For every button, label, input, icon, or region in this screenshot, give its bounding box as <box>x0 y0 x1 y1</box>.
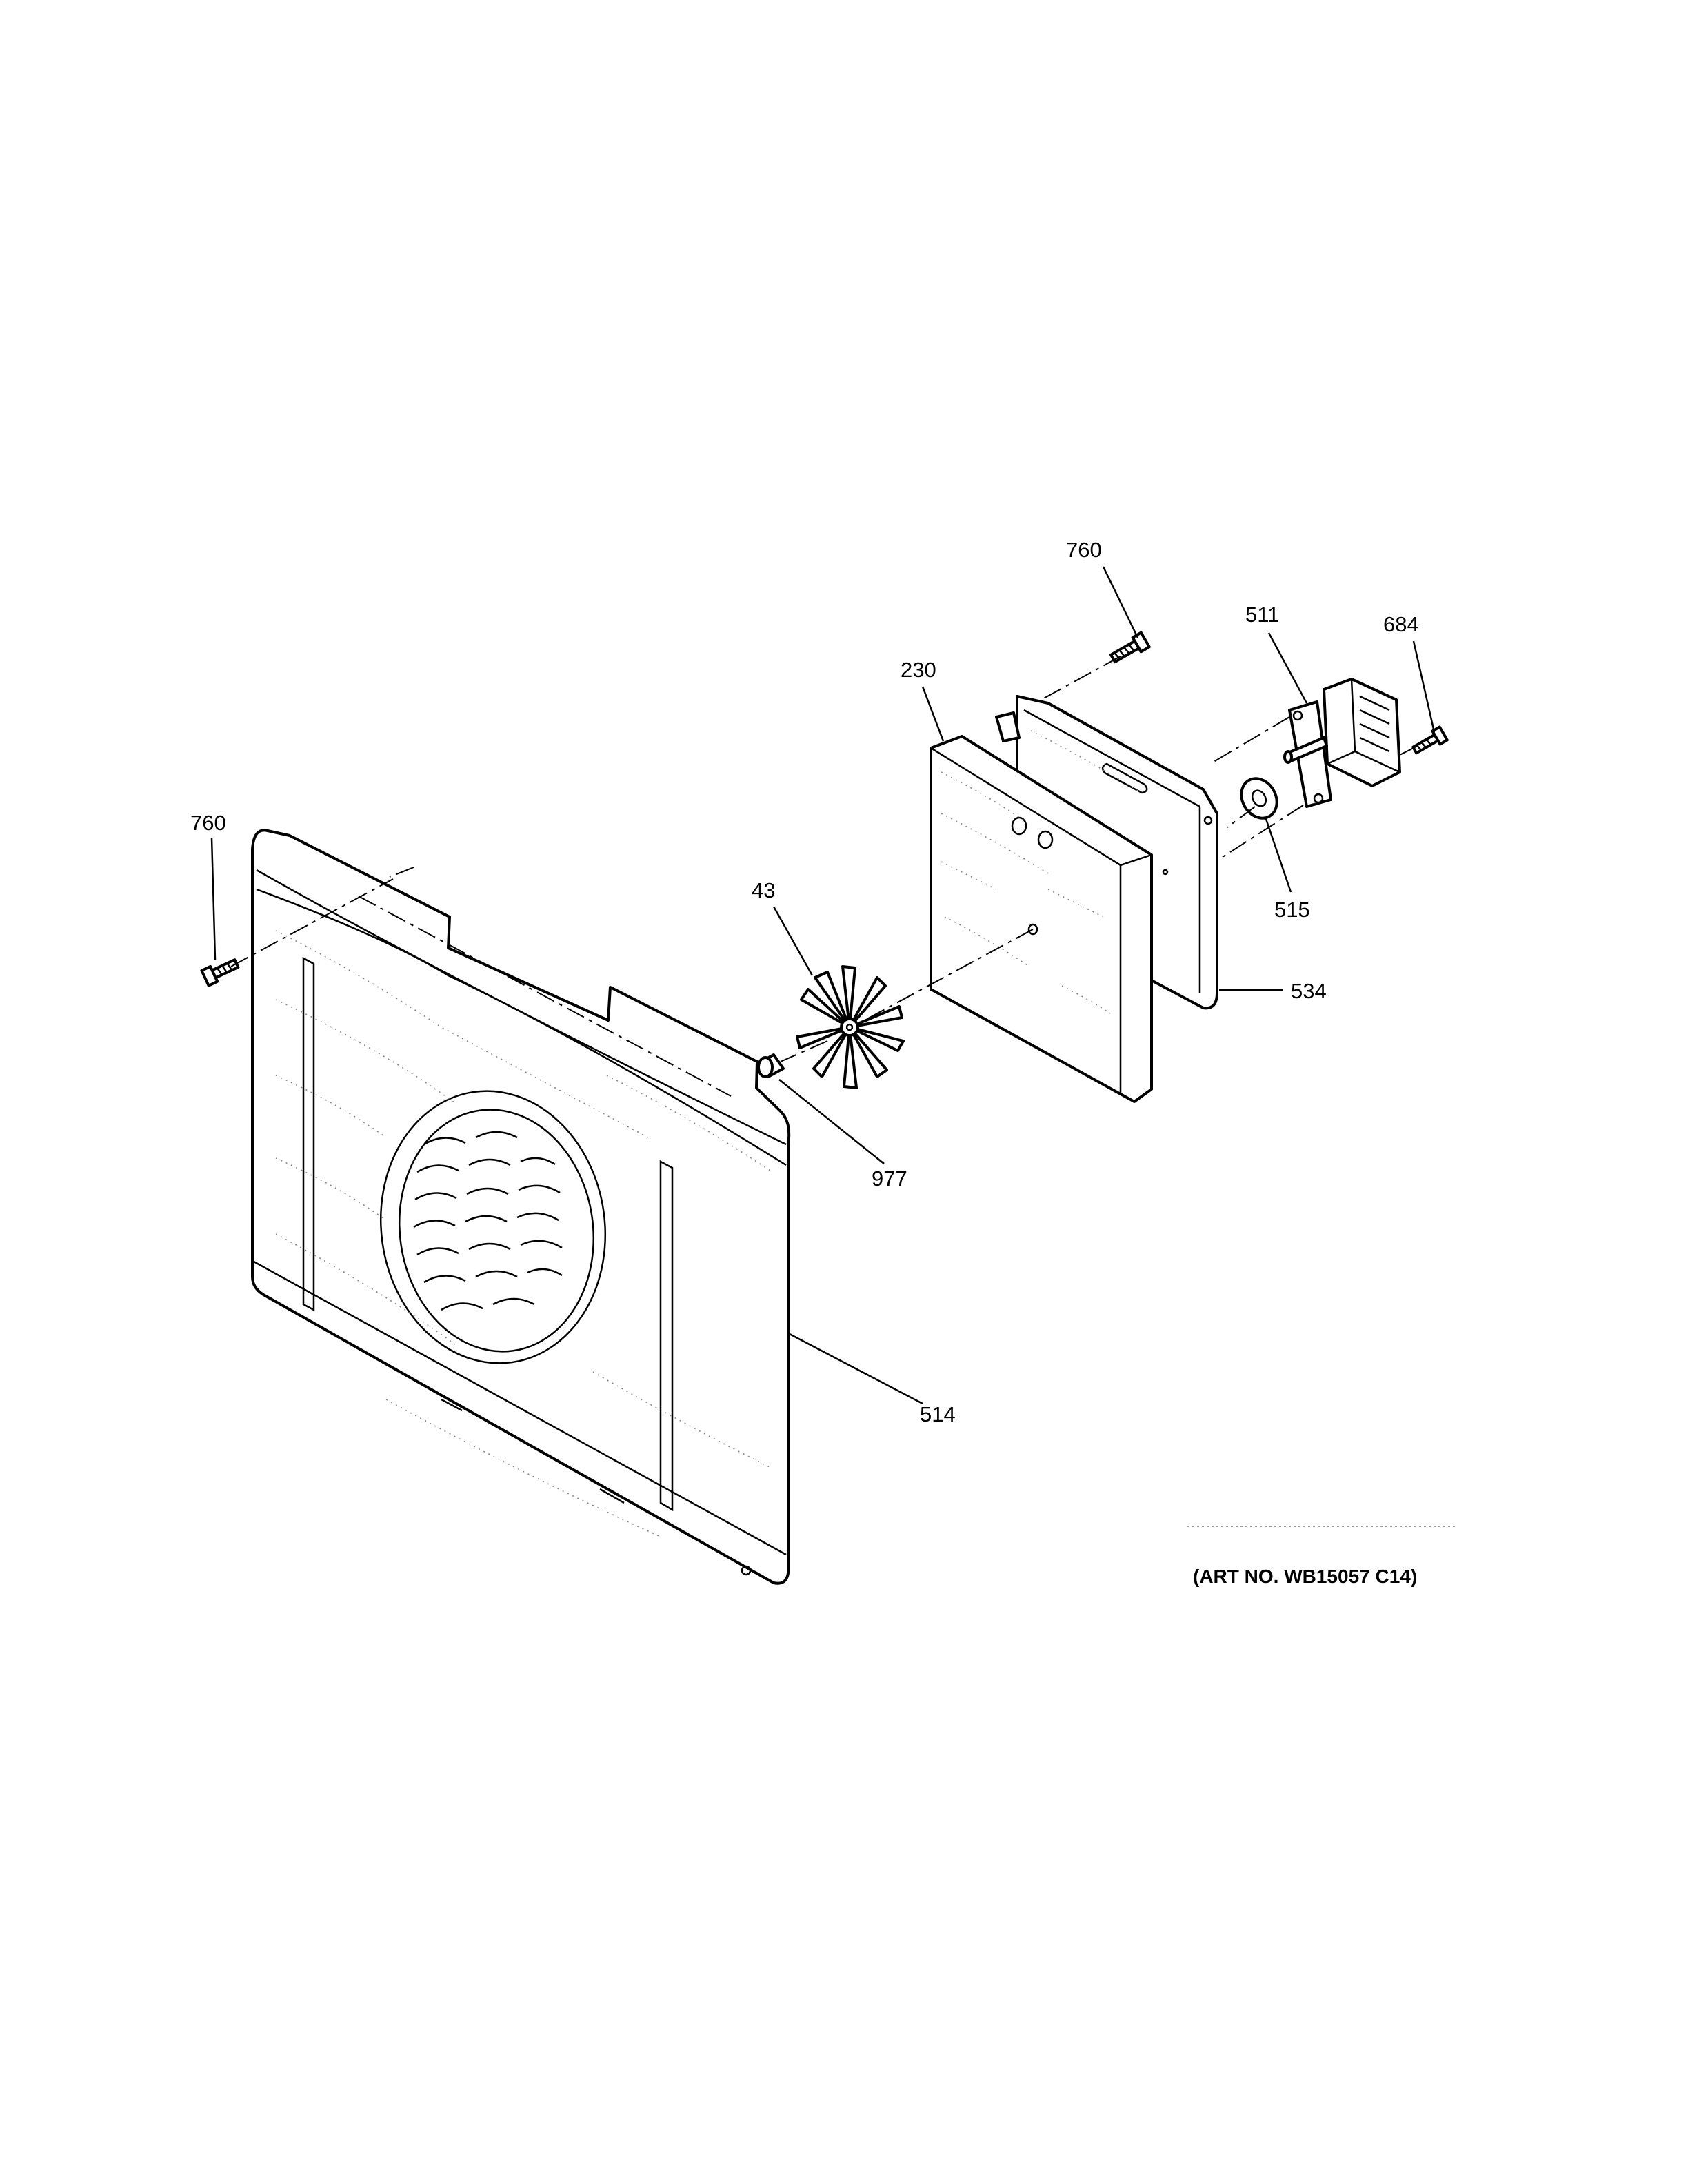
screw-760-top <box>1109 631 1151 664</box>
screw-760-left <box>200 958 240 987</box>
assembly-centerlines <box>230 656 1418 1097</box>
callout-511: 511 <box>1245 603 1279 627</box>
washer-515 <box>1240 777 1278 820</box>
callout-760-top: 760 <box>1066 538 1102 562</box>
insulation-230 <box>930 735 1153 1103</box>
callout-534: 534 <box>1291 979 1327 1003</box>
callout-684: 684 <box>1383 612 1419 636</box>
art-number: (ART NO. WB15057 C14) <box>1193 1566 1417 1587</box>
fan-blade-43 <box>796 965 905 1089</box>
callout-760-left: 760 <box>190 811 226 835</box>
callout-43: 43 <box>752 878 775 902</box>
callout-230: 230 <box>901 658 936 682</box>
screw-684 <box>1411 725 1449 755</box>
callout-977: 977 <box>872 1166 907 1191</box>
callout-labels: 760 511 684 230 760 43 515 534 977 514 <box>190 538 1419 1426</box>
rear-panel-514 <box>251 829 791 1585</box>
callout-514: 514 <box>920 1402 956 1426</box>
leader-lines <box>210 566 1436 1405</box>
nut-977 <box>757 1053 785 1078</box>
fan-motor-511 <box>1283 678 1401 808</box>
callout-515: 515 <box>1274 898 1310 922</box>
